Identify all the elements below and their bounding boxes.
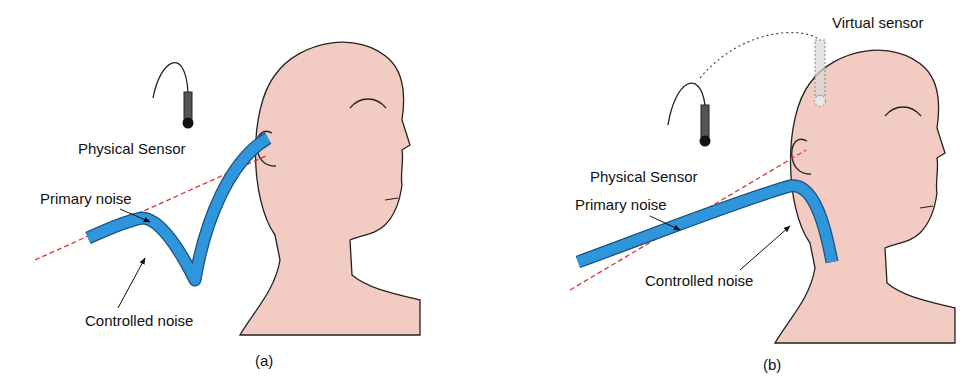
leader-line [740,226,790,270]
sensor-tip [183,118,194,129]
sensor-body [701,105,709,137]
head [775,50,955,343]
controlled-noise-ribbon [88,138,268,280]
ribbon-outline [88,138,268,280]
sensor-label: Physical Sensor [590,168,698,185]
head [240,42,420,335]
panel-label: (b) [763,356,781,373]
virtual-cable [700,32,820,78]
sensor-body [184,92,192,120]
noise-label: Primary noise [575,196,667,213]
sensor-cable [153,63,188,98]
virtual-sensor [815,40,825,96]
leader-line [120,209,150,222]
panel-label: (a) [255,352,273,369]
noise-label: Primary noise [40,190,132,207]
noise-label: Controlled noise [645,272,753,289]
noise-label: Controlled noise [85,312,193,329]
sensor-label: Physical Sensor [78,140,186,157]
sensor-tip [700,136,711,147]
leader-line [118,258,145,308]
virtual-sensor-tip [815,96,826,107]
leader-line [650,216,680,230]
sensor-cable [668,83,705,125]
sensor-label: Virtual sensor [832,14,923,31]
